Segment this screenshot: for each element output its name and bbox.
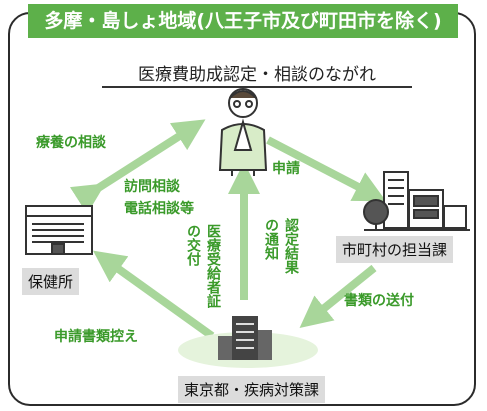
label-cert-issue-2: の交付 (185, 224, 201, 266)
flow-arrows (69, 119, 387, 340)
label-copy: 申請書類控え (54, 329, 138, 345)
label-docs-send: 書類の送付 (344, 293, 414, 309)
diagram-subtitle: 医療費助成認定・相談のながれ (138, 65, 376, 85)
label-apply: 申請 (272, 161, 300, 177)
label-visit-consult: 訪問相談 (124, 179, 180, 195)
label-phone-consult: 電話相談等 (124, 201, 194, 217)
city-buildings-icon (363, 171, 470, 231)
node-municipal-office: 市町村の担当課 (336, 236, 454, 263)
hospital-building-icon (25, 205, 93, 255)
label-result-notice-2: の通知 (263, 218, 279, 260)
node-health-center: 保健所 (22, 268, 80, 295)
person-icon (218, 88, 268, 176)
subtitle-underline (102, 86, 412, 88)
node-tokyo-bureau: 東京都・疾病対策課 (178, 376, 326, 403)
region-banner: 多摩・島しょ地域(八王子市及び町田市を除く) (28, 4, 458, 38)
arrow-copy (92, 250, 215, 340)
label-cert-issue-1: 医療受給者証 (205, 224, 221, 308)
arrow-consult-bidirectional (69, 119, 206, 215)
arrow-docs-send (299, 264, 377, 329)
office-tower-icon (178, 316, 318, 368)
label-result-notice-1: 認定結果 (283, 218, 299, 274)
label-consult: 療養の相談 (36, 135, 106, 151)
arrow-apply (266, 136, 387, 202)
